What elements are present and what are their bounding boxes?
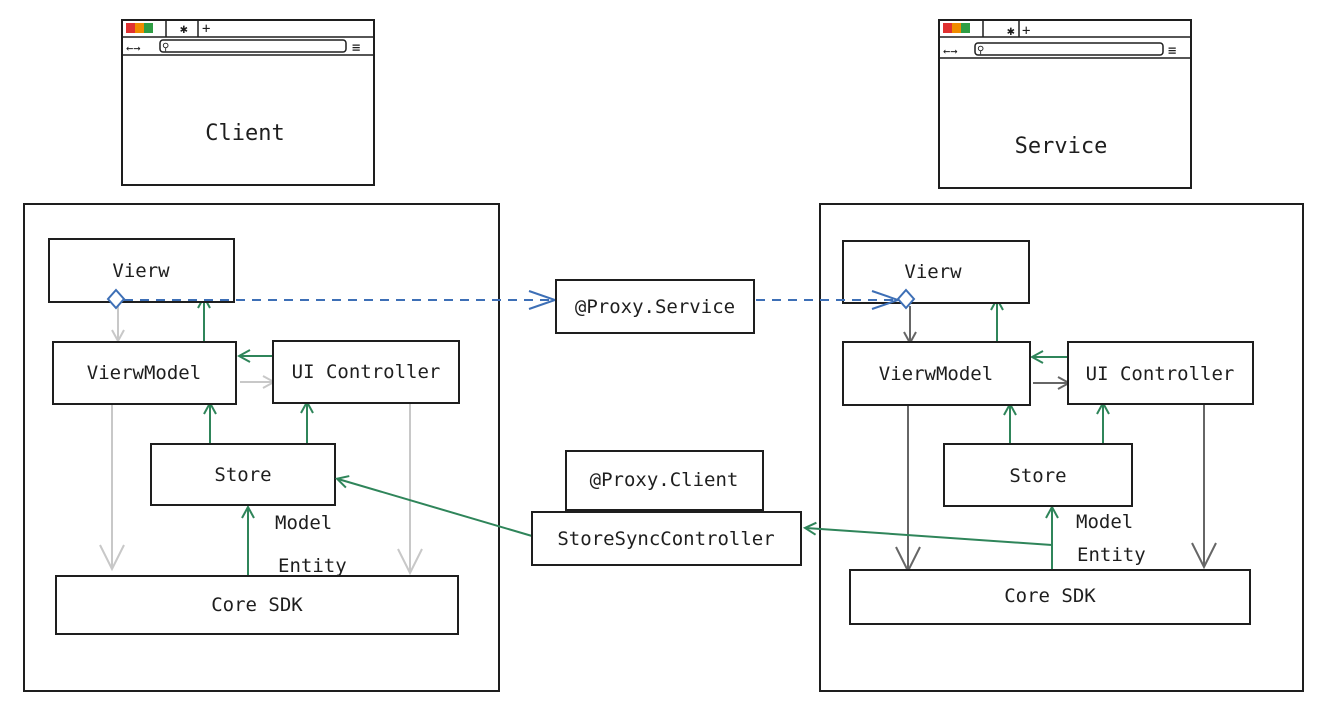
client-tab-close-icon: ✱ (180, 22, 188, 37)
client-viewmodel-box: VierwModel (52, 341, 237, 405)
service-search-icon: ⚲ (977, 45, 984, 56)
storesync-controller-box: StoreSyncController (531, 511, 802, 566)
client-viewmodel-label: VierwModel (87, 362, 201, 384)
service-browser-frame (938, 19, 1192, 189)
service-viewmodel-box: VierwModel (842, 341, 1031, 406)
service-coresdk-box: Core SDK (849, 569, 1251, 625)
client-ui-controller-label: UI Controller (292, 361, 441, 383)
client-arrows (99, 298, 423, 576)
service-menu-icon: ≡ (1168, 43, 1176, 59)
client-browser-label: Client (205, 121, 284, 146)
proxy-service-box: @Proxy.Service (555, 279, 755, 334)
client-store-label: Store (214, 464, 271, 486)
client-view-diamond-icon (106, 288, 126, 310)
client-browser-frame (121, 19, 375, 186)
service-ui-controller-label: UI Controller (1086, 363, 1235, 385)
service-view-label: Vierw (904, 261, 962, 283)
client-address-bar (159, 39, 347, 53)
service-arrows (895, 300, 1217, 574)
service-address-bar (974, 42, 1164, 56)
client-search-icon: ⚲ (162, 42, 169, 53)
service-nav-arrows-icon: ←→ (943, 44, 957, 58)
storesync-to-client-store-arrow (338, 479, 533, 537)
client-window-controls-icon (126, 23, 153, 33)
client-view-label: Vierw (112, 260, 170, 282)
service-store-to-storesync-arrow (806, 528, 1053, 546)
service-store-label: Store (1009, 465, 1066, 487)
service-view-diamond-icon (896, 288, 916, 310)
client-coresdk-label: Core SDK (211, 594, 303, 616)
client-new-tab-icon: + (202, 21, 210, 37)
service-new-tab-icon: + (1022, 23, 1030, 39)
client-store-box: Store (150, 443, 336, 506)
client-browser-window: ✱ + ←→ ⚲ ≡ Client (121, 19, 375, 186)
storesync-controller-label: StoreSyncController (557, 528, 774, 550)
service-view-box: Vierw (842, 240, 1030, 304)
client-view-box: Vierw (48, 238, 235, 303)
proxy-client-label: @Proxy.Client (590, 469, 739, 491)
service-browser-label: Service (1015, 134, 1108, 159)
service-model-label: Model (1076, 511, 1133, 533)
service-window-controls-icon (943, 23, 970, 33)
client-ui-controller-box: UI Controller (272, 340, 460, 404)
service-browser-window: ✱ + ←→ ⚲ ≡ Service (938, 19, 1192, 189)
client-menu-icon: ≡ (352, 40, 360, 56)
service-ui-controller-box: UI Controller (1067, 341, 1254, 405)
service-viewmodel-label: VierwModel (879, 363, 993, 385)
proxy-client-box: @Proxy.Client (565, 450, 764, 511)
service-tab-close-icon: ✱ (1007, 24, 1015, 39)
client-coresdk-box: Core SDK (55, 575, 459, 635)
client-entity-label: Entity (278, 555, 347, 577)
service-coresdk-label: Core SDK (1004, 585, 1096, 607)
service-store-box: Store (943, 443, 1133, 507)
client-model-label: Model (275, 512, 332, 534)
service-entity-label: Entity (1077, 544, 1146, 566)
proxy-service-label: @Proxy.Service (575, 296, 735, 318)
client-nav-arrows-icon: ←→ (126, 41, 140, 55)
